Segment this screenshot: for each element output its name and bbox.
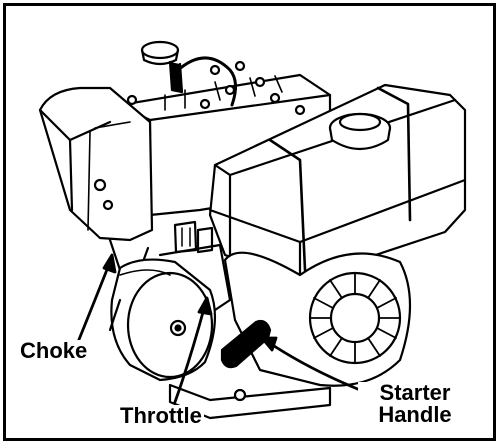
throttle-label: Throttle (118, 403, 204, 428)
choke-arrowhead (102, 253, 117, 274)
engine-base (108, 298, 332, 420)
starter-handle-label: Starter Handle (358, 382, 472, 426)
fuel-tank (208, 83, 467, 282)
starter-arrow (266, 340, 367, 394)
throttle-arrow (173, 303, 207, 404)
callout-arrows (76, 253, 367, 404)
throttle-arrowhead (197, 296, 213, 316)
air-cleaner (38, 86, 154, 242)
recoil-starter (223, 251, 412, 387)
muffler (110, 258, 217, 382)
starter-handle-label-line1: Starter (379, 380, 451, 405)
choke-label: Choke (18, 338, 90, 363)
starter-arrowhead (260, 336, 278, 352)
starter-handle-label-line2: Handle (378, 402, 452, 427)
spark-plug (140, 40, 237, 107)
choke-arrow (76, 260, 112, 344)
